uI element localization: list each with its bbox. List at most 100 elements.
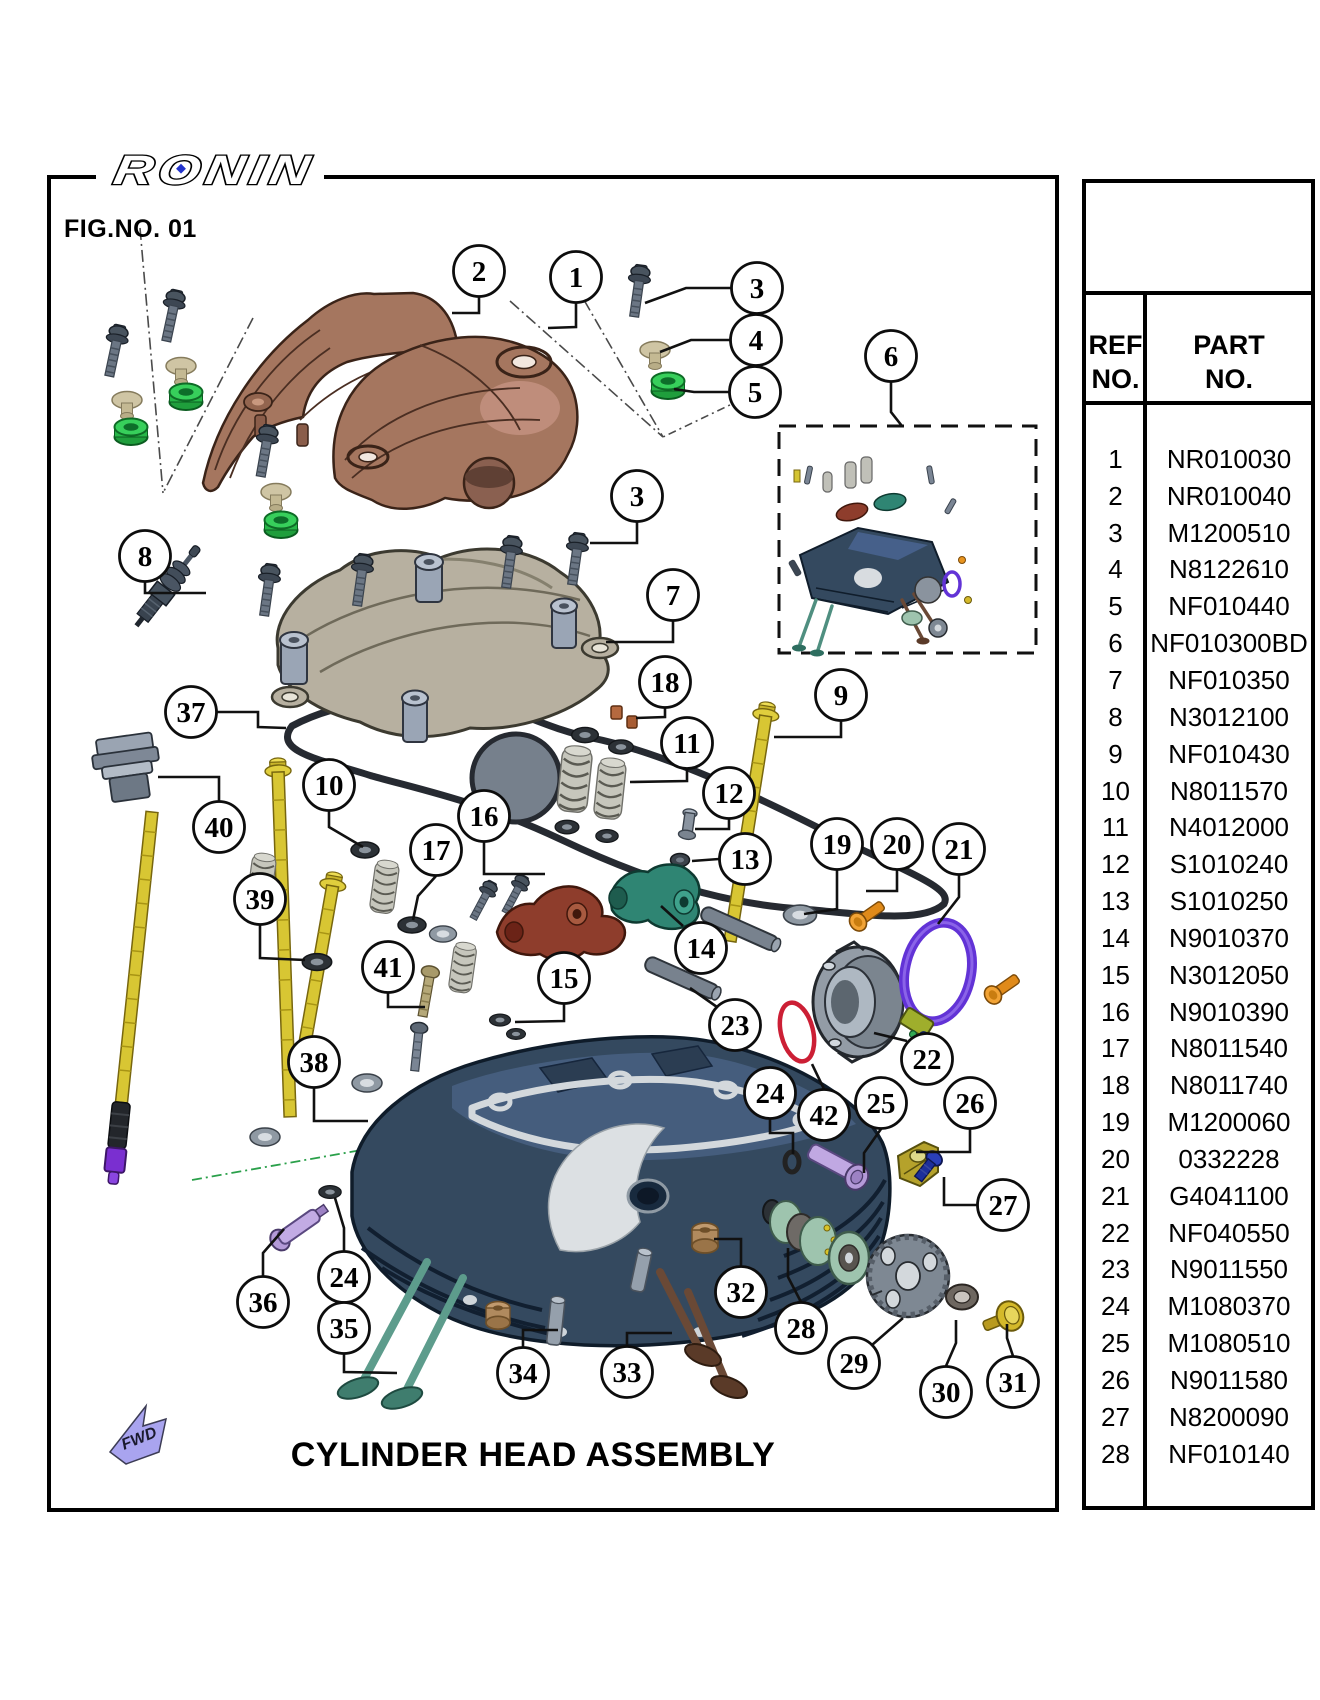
callout-leader-37 — [217, 710, 287, 730]
sprocket-washer — [945, 1283, 979, 1311]
assembled-view-detail — [777, 424, 1038, 657]
svg-text:19: 19 — [823, 829, 852, 861]
part-no-cell: N8122610 — [1169, 554, 1289, 585]
svg-text:9: 9 — [834, 680, 849, 712]
callout-balloon-22: 22 — [900, 1032, 954, 1086]
callout-leader-20 — [866, 870, 899, 893]
ref-no-cell: 8 — [1108, 701, 1123, 732]
callout-balloon-25: 25 — [854, 1076, 908, 1130]
ref-no-cell: 23 — [1101, 1254, 1130, 1285]
sprocket-bolt — [982, 1300, 1025, 1332]
svg-text:3: 3 — [750, 273, 765, 305]
callout-balloon-15: 15 — [537, 951, 591, 1005]
callout-balloon-35: 35 — [317, 1301, 371, 1355]
callout-balloon-33: 33 — [600, 1345, 654, 1399]
ref-no-cell: 7 — [1108, 664, 1123, 695]
callout-leader-12 — [695, 819, 731, 831]
callout-balloon-18: 18 — [638, 655, 692, 709]
callout-leader-25 — [862, 1128, 883, 1173]
svg-text:24: 24 — [756, 1078, 785, 1110]
callout-balloon-13: 13 — [718, 832, 772, 886]
rocker-shafts — [644, 906, 782, 1001]
svg-text:41: 41 — [374, 952, 403, 984]
valve-keeper-nut — [669, 852, 691, 868]
svg-text:18: 18 — [651, 667, 680, 699]
callout-balloon-41: 41 — [361, 940, 415, 994]
table-row: 20 0332228 — [1086, 1141, 1313, 1178]
callout-leader-23 — [689, 986, 718, 1009]
ref-no-cell: 18 — [1101, 1070, 1130, 1101]
callout-leader-4 — [659, 338, 730, 354]
page-title: CYLINDER HEAD ASSEMBLY — [290, 1436, 776, 1474]
svg-text:15: 15 — [550, 963, 579, 995]
table-header-part: PART NO. — [1145, 328, 1313, 396]
svg-text:11: 11 — [673, 728, 700, 760]
part-no-cell: N8011570 — [1169, 775, 1289, 806]
ref-no-cell: 21 — [1101, 1180, 1130, 1211]
exhaust-valves — [656, 1268, 748, 1399]
rocker-arm-exhaust — [495, 885, 627, 961]
callout-leader-3 — [644, 286, 731, 305]
intake-manifold — [811, 940, 905, 1064]
part-no-cell: N9010370 — [1169, 922, 1289, 953]
ref-no-cell: 20 — [1101, 1143, 1130, 1174]
brand-logo: RONIN — [96, 146, 324, 194]
callout-leader-39 — [258, 925, 306, 962]
callout-balloon-28: 28 — [774, 1301, 828, 1355]
svg-text:20: 20 — [883, 829, 912, 861]
ref-no-cell: 12 — [1101, 849, 1130, 880]
callout-balloon-12: 12 — [702, 766, 756, 820]
callout-leader-22 — [873, 1031, 908, 1043]
ref-no-cell: 19 — [1101, 1107, 1130, 1138]
callout-leader-14 — [660, 905, 684, 927]
svg-text:17: 17 — [422, 835, 451, 867]
svg-text:14: 14 — [687, 933, 716, 965]
svg-text:28: 28 — [787, 1313, 816, 1345]
callout-balloon-11: 11 — [660, 716, 714, 770]
oil-jet — [269, 1203, 330, 1252]
part-no-cell: 0332228 — [1178, 1143, 1280, 1174]
svg-text:24: 24 — [330, 1262, 359, 1294]
ref-no-cell: 24 — [1101, 1291, 1130, 1322]
callout-leader-30 — [944, 1320, 958, 1367]
dowel-pins — [545, 1247, 653, 1346]
callout-leader-42 — [810, 1063, 826, 1090]
svg-text:36: 36 — [249, 1287, 278, 1319]
figure-number: FIG.NO. 01 — [64, 215, 197, 243]
callout-leader-21 — [936, 875, 961, 925]
ref-no-cell: 4 — [1108, 554, 1123, 585]
callout-leader-34 — [521, 1328, 558, 1347]
callout-balloon-16: 16 — [457, 789, 511, 843]
callout-balloon-8: 8 — [118, 529, 172, 583]
clamp-ring — [899, 917, 977, 1042]
callout-balloon-42: 42 — [797, 1088, 851, 1142]
callout-balloon-5: 5 — [728, 365, 782, 419]
svg-text:10: 10 — [315, 770, 344, 802]
part-no-cell: NF010140 — [1168, 1438, 1290, 1469]
manifold-bolt-b — [980, 969, 1024, 1009]
part-no-cell: S1010240 — [1169, 849, 1289, 880]
svg-text:27: 27 — [989, 1190, 1018, 1222]
svg-text:42: 42 — [810, 1100, 839, 1132]
ref-no-cell: 10 — [1101, 775, 1130, 806]
svg-text:37: 37 — [177, 697, 206, 729]
callout-balloon-31: 31 — [986, 1355, 1040, 1409]
callout-balloon-14: 14 — [674, 921, 728, 975]
brand-logo-text: RONIN — [110, 147, 318, 193]
callout-leader-18 — [635, 708, 667, 720]
callout-balloon-3: 3 — [730, 261, 784, 315]
valve-guides — [485, 1222, 719, 1330]
part-no-cell: N9011580 — [1169, 1365, 1289, 1396]
